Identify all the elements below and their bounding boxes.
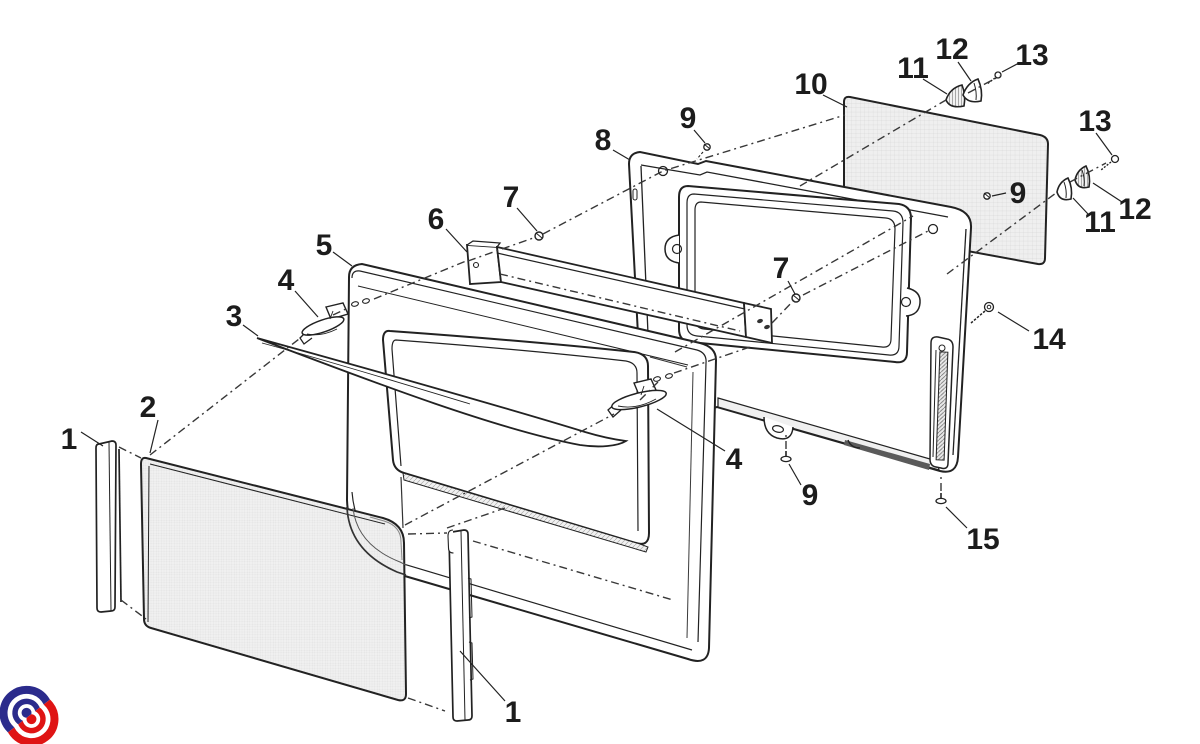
svg-text:10: 10 <box>794 68 827 101</box>
svg-text:3: 3 <box>226 300 243 333</box>
svg-text:12: 12 <box>935 33 968 66</box>
svg-text:7: 7 <box>503 181 520 214</box>
svg-text:9: 9 <box>1010 177 1027 210</box>
svg-text:14: 14 <box>1032 323 1066 356</box>
svg-text:4: 4 <box>278 264 295 297</box>
svg-text:8: 8 <box>595 124 612 157</box>
svg-text:7: 7 <box>773 252 790 285</box>
svg-text:12: 12 <box>1118 193 1151 226</box>
svg-text:13: 13 <box>1078 105 1111 138</box>
svg-text:1: 1 <box>61 423 78 456</box>
svg-text:11: 11 <box>897 52 929 85</box>
svg-text:2: 2 <box>140 391 157 424</box>
svg-text:13: 13 <box>1015 39 1048 72</box>
svg-text:11: 11 <box>1084 206 1116 239</box>
svg-text:15: 15 <box>966 523 999 556</box>
svg-text:1: 1 <box>505 696 522 729</box>
svg-text:5: 5 <box>316 229 333 262</box>
svg-text:9: 9 <box>802 479 819 512</box>
svg-text:9: 9 <box>680 102 697 135</box>
svg-text:6: 6 <box>428 203 445 236</box>
svg-text:4: 4 <box>726 443 743 476</box>
